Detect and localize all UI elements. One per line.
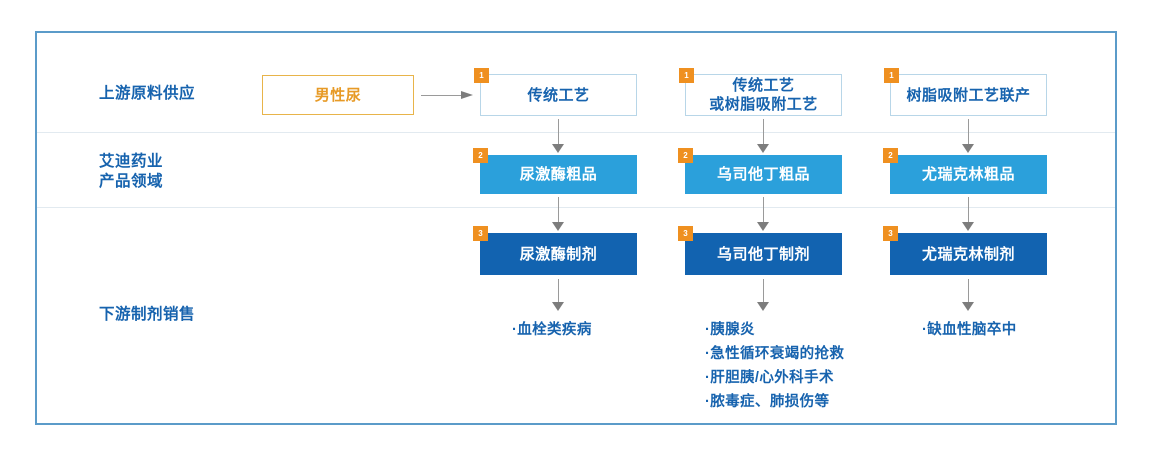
- node-stage3-col1[interactable]: 3 尿激酶制剂: [473, 226, 637, 275]
- node-stage2-col2[interactable]: 2 乌司他丁粗品: [678, 148, 842, 194]
- arrow-stage2-to-stage3-col3: [962, 197, 975, 231]
- node-stage3-col2[interactable]: 3 乌司他丁制剂: [678, 226, 842, 275]
- arrow-shaft: [558, 119, 559, 146]
- badge-number: 3: [473, 226, 488, 241]
- arrow-shaft: [968, 197, 969, 224]
- indication-item: ·急性循环衰竭的抢救: [705, 346, 845, 362]
- badge-number: 3: [883, 226, 898, 241]
- badge-number: 1: [474, 68, 489, 83]
- node-label: 尿激酶制剂: [519, 245, 598, 263]
- badge-number: 1: [884, 68, 899, 83]
- row-label-products: 艾迪药业 产品领域: [99, 153, 164, 190]
- arrow-stage3-to-indication-col3: [962, 279, 975, 311]
- node-stage3-col3[interactable]: 3 尤瑞克林制剂: [883, 226, 1047, 275]
- node-label: 树脂吸附工艺联产: [906, 86, 1031, 104]
- arrow-shaft: [763, 197, 764, 224]
- badge-number: 1: [679, 68, 694, 83]
- arrow-head: [962, 222, 974, 231]
- node-label: 尤瑞克林粗品: [921, 166, 1015, 183]
- arrow-head: [552, 222, 564, 231]
- arrow-shaft: [968, 279, 969, 304]
- node-label: 乌司他丁粗品: [716, 166, 810, 183]
- arrow-head: [552, 144, 564, 153]
- arrow-shaft: [968, 119, 969, 146]
- arrow-stage3-to-indication-col2: [757, 279, 770, 311]
- badge-number: 2: [473, 148, 488, 163]
- arrow-shaft: [558, 279, 559, 304]
- arrow-shaft: [763, 119, 764, 146]
- arrow-stage1-to-stage2-col2: [757, 119, 770, 153]
- arrow-stage1-to-stage2-col3: [962, 119, 975, 153]
- indication-item: ·血栓类疾病: [512, 322, 592, 338]
- row-label-upstream: 上游原料供应: [99, 85, 196, 102]
- arrow-head: [962, 144, 974, 153]
- node-label: 尿激酶粗品: [519, 166, 598, 183]
- node-source-male-urine[interactable]: 男性尿: [262, 75, 414, 115]
- indication-item: ·缺血性脑卒中: [922, 322, 1017, 338]
- arrow-shaft: [421, 95, 462, 96]
- diagram-frame: 上游原料供应 艾迪药业 产品领域 下游制剂销售 男性尿 1 传统工艺 1 传统工…: [35, 31, 1117, 425]
- node-label: 尤瑞克林制剂: [921, 245, 1015, 263]
- node-stage1-col2[interactable]: 1 传统工艺 或树脂吸附工艺: [679, 68, 842, 116]
- node-label: 传统工艺: [527, 86, 590, 104]
- arrow-head: [757, 302, 769, 311]
- arrow-stage2-to-stage3-col2: [757, 197, 770, 231]
- node-label: 乌司他丁制剂: [716, 245, 810, 263]
- arrow-stage2-to-stage3-col1: [552, 197, 565, 231]
- arrow-head: [757, 222, 769, 231]
- arrow-head: [757, 144, 769, 153]
- arrow-shaft: [558, 197, 559, 224]
- node-label: 男性尿: [314, 86, 362, 104]
- badge-number: 2: [678, 148, 693, 163]
- indication-list-col3: ·缺血性脑卒中: [922, 318, 1017, 342]
- arrow-stage1-to-stage2-col1: [552, 119, 565, 153]
- arrow-source-to-stage1: [421, 91, 473, 100]
- indication-item: ·肝胆胰/心外科手术: [705, 370, 834, 386]
- arrow-shaft: [763, 279, 764, 304]
- arrow-head: [461, 91, 473, 99]
- arrow-head: [962, 302, 974, 311]
- node-stage2-col1[interactable]: 2 尿激酶粗品: [473, 148, 637, 194]
- badge-number: 2: [883, 148, 898, 163]
- badge-number: 3: [678, 226, 693, 241]
- node-stage2-col3[interactable]: 2 尤瑞克林粗品: [883, 148, 1047, 194]
- row-divider-1: [37, 132, 1115, 133]
- indication-item: ·胰腺炎: [705, 322, 755, 338]
- arrow-stage3-to-indication-col1: [552, 279, 565, 311]
- node-stage1-col1[interactable]: 1 传统工艺: [474, 68, 637, 116]
- node-label: 传统工艺 或树脂吸附工艺: [709, 77, 818, 113]
- node-stage1-col3[interactable]: 1 树脂吸附工艺联产: [884, 68, 1047, 116]
- row-label-downstream: 下游制剂销售: [99, 306, 196, 323]
- row-divider-2: [37, 207, 1115, 208]
- indication-list-col1: ·血栓类疾病: [512, 318, 592, 342]
- indication-item: ·脓毒症、肺损伤等: [705, 394, 830, 410]
- indication-list-col2: ·胰腺炎 ·急性循环衰竭的抢救 ·肝胆胰/心外科手术 ·脓毒症、肺损伤等: [705, 318, 844, 414]
- arrow-head: [552, 302, 564, 311]
